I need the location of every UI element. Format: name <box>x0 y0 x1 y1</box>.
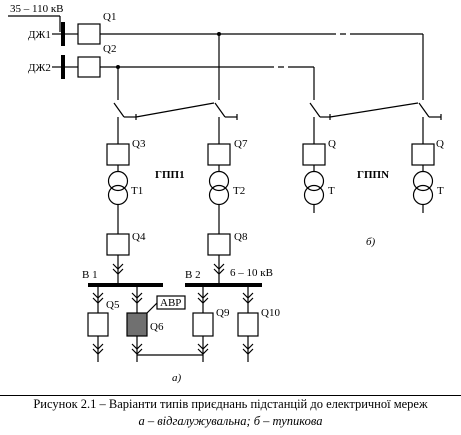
breaker-q10 <box>237 312 259 337</box>
subfigure-a-label: а) <box>172 372 182 384</box>
transformer-t1 <box>107 170 129 192</box>
q7-label: Q7 <box>234 138 248 150</box>
breaker-q2 <box>77 56 101 78</box>
caption-line2: а – відгалужувальна; б – тупикова <box>138 414 323 428</box>
figure-caption: Рисунок 2.1 – Варіанти типів приєднань п… <box>0 395 461 430</box>
q3-label: Q3 <box>132 138 146 150</box>
q-right1-label: Q <box>328 138 336 150</box>
q6-label: Q6 <box>150 321 164 333</box>
avr-label: АВР <box>160 297 181 309</box>
t-right1-label: T <box>328 185 335 197</box>
transformer-t2 <box>208 170 230 192</box>
power-scheme: 35 – 110 кВ ДЖ1 ДЖ2 Q1 Q2 <box>8 3 444 384</box>
q10-label: Q10 <box>261 307 280 319</box>
breaker-q9 <box>192 312 214 337</box>
breaker-q5 <box>87 312 109 337</box>
b1-label: В 1 <box>82 269 98 281</box>
avr-box <box>156 295 186 310</box>
transformer-t-right2 <box>412 170 434 192</box>
transformers: T1 T2 T T <box>107 170 444 213</box>
disconnectors <box>113 102 442 144</box>
breaker-q-right1 <box>302 143 326 166</box>
breaker-q8 <box>207 233 231 256</box>
dzh1-label: ДЖ1 <box>28 29 51 41</box>
supply-lines: 35 – 110 кВ ДЖ1 ДЖ2 Q1 Q2 <box>8 3 424 100</box>
breaker-q1 <box>77 23 101 45</box>
subfigure-b-label: б) <box>366 236 376 248</box>
breaker-q-right2 <box>411 143 435 166</box>
dzh2-label: ДЖ2 <box>28 62 51 74</box>
gppn-label: ГППN <box>357 169 389 181</box>
t2-label: T2 <box>233 185 245 197</box>
q2-label: Q2 <box>103 43 116 55</box>
t1-label: T1 <box>131 185 143 197</box>
q-right2-label: Q <box>436 138 444 150</box>
breaker-q7 <box>207 143 231 166</box>
q8-label: Q8 <box>234 231 248 243</box>
gpp1-label: ГПП1 <box>155 169 185 181</box>
hv-breakers: Q3 Q7 Q Q <box>106 138 444 172</box>
q5-label: Q5 <box>106 299 120 311</box>
voltage-high-label: 35 – 110 кВ <box>10 3 64 15</box>
breaker-q4 <box>106 233 130 256</box>
breaker-q3 <box>106 143 130 166</box>
breaker-q6 <box>126 312 148 337</box>
transformer-t-right1 <box>303 170 325 192</box>
q1-label: Q1 <box>103 11 116 23</box>
voltage-low-label: 6 – 10 кВ <box>230 267 273 279</box>
b2-label: В 2 <box>185 269 201 281</box>
q9-label: Q9 <box>216 307 230 319</box>
q4-label: Q4 <box>132 231 146 243</box>
lv-feeders: Q4 Q8 В 1 В 2 6 – 10 кВ Q5 Q6 Q9 <box>82 205 280 362</box>
caption-line1: Рисунок 2.1 – Варіанти типів приєднань п… <box>33 397 428 411</box>
t-right2-label: T <box>437 185 444 197</box>
